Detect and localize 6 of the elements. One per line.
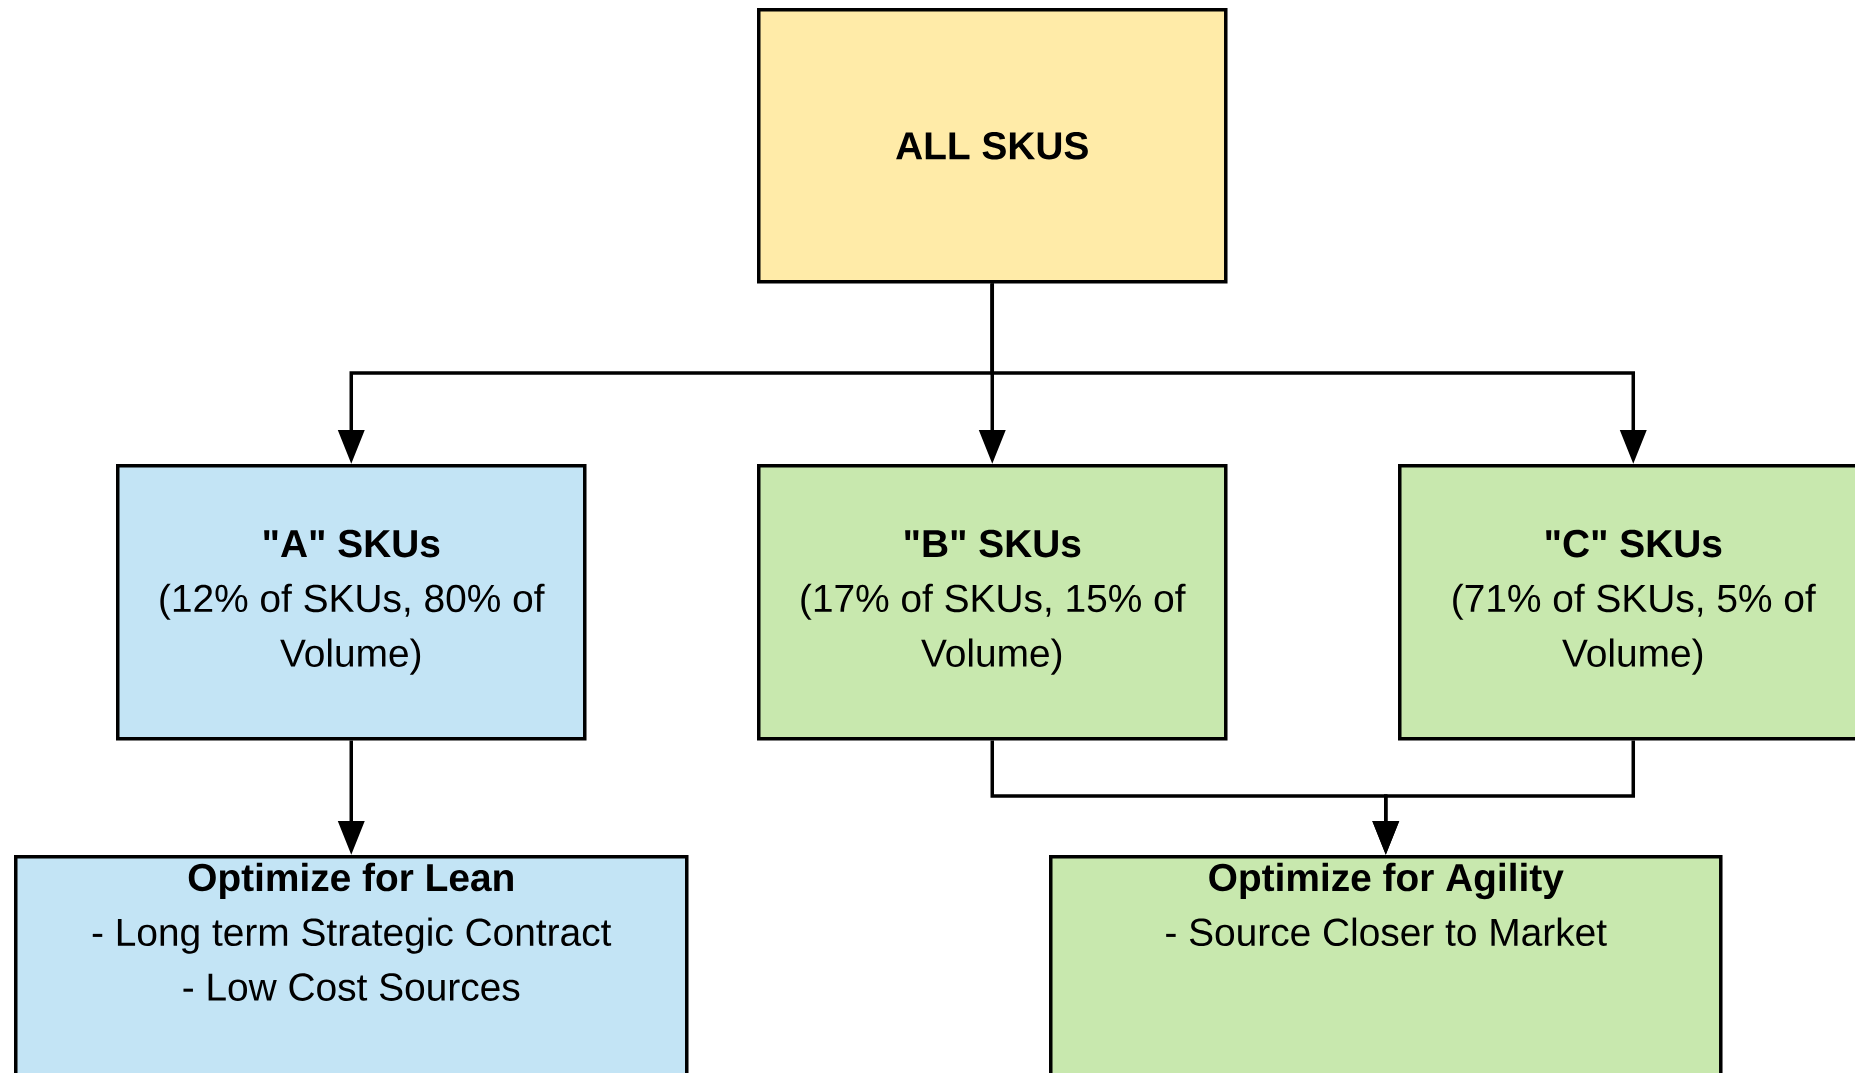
process-box: "B" SKUs (17% of SKUs, 15% of Volume) — [757, 464, 1228, 741]
process-box: Optimize for Agility - Source Closer to Market — [1049, 855, 1723, 1073]
process-box: "A" SKUs (12% of SKUs, 80% of Volume) — [116, 464, 587, 741]
process-box: Optimize for Lean - Long term Strategic Contract - Low Cost Sources — [14, 855, 689, 1073]
process-box: ALL SKUS — [757, 8, 1228, 284]
process-box: "C" SKUs (71% of SKUs, 5% of Volume) — [1398, 464, 1855, 741]
